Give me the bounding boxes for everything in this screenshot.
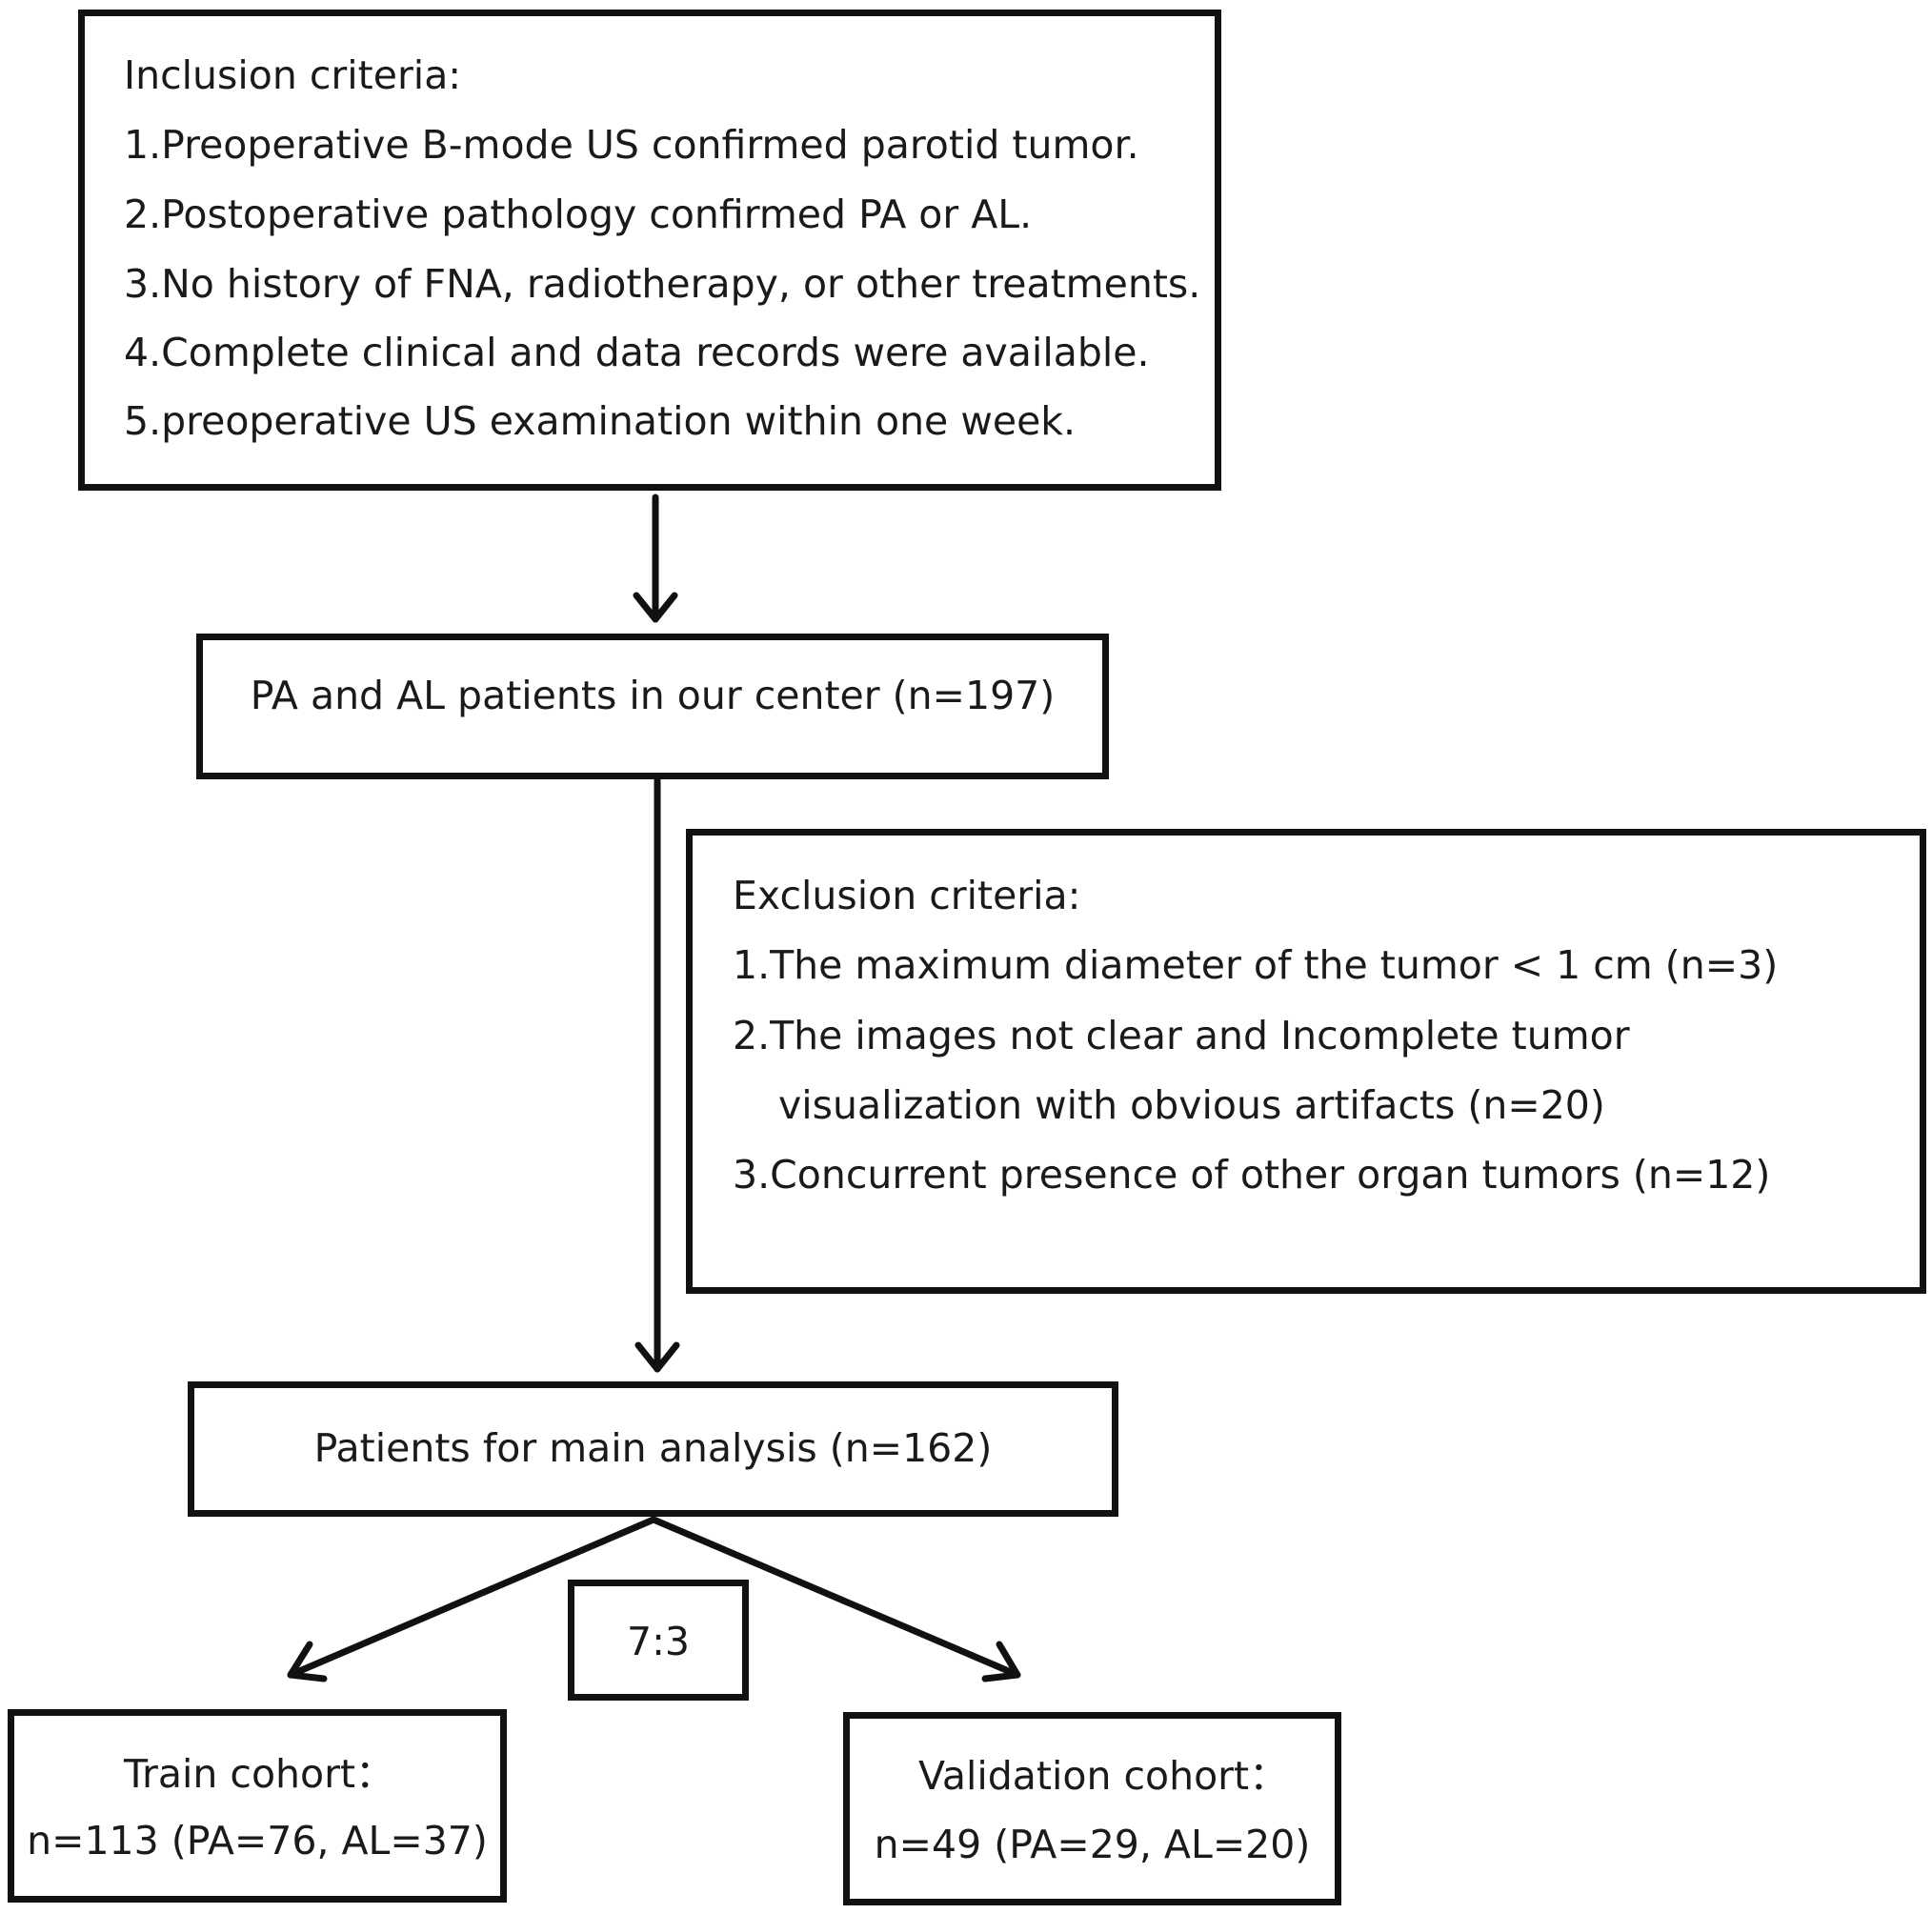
inclusion-item-5: 5.preoperative US examination within one… — [124, 398, 1077, 444]
exclusion-item-2-continued: visualization with obvious artifacts (n=… — [778, 1082, 1605, 1128]
arrowhead-main-to-validation — [981, 1641, 1021, 1682]
arrowhead-main-to-train — [287, 1641, 328, 1682]
train-cohort-box: Train cohort： n=113 (PA=76, AL=37) — [8, 1709, 507, 1903]
train-cohort-title: Train cohort： — [124, 1751, 395, 1797]
validation-cohort-title: Validation cohort： — [918, 1753, 1289, 1799]
inclusion-item-4: 4.Complete clinical and data records wer… — [124, 330, 1150, 375]
exclusion-criteria-title: Exclusion criteria: — [733, 873, 1081, 918]
validation-cohort-detail: n=49 (PA=29, AL=20) — [874, 1822, 1311, 1867]
validation-cohort-box: Validation cohort： n=49 (PA=29, AL=20) — [843, 1712, 1341, 1905]
arrowhead-inclusion-to-center — [633, 592, 678, 623]
exclusion-item-1: 1.The maximum diameter of the tumor < 1 … — [733, 942, 1779, 988]
train-cohort-detail: n=113 (PA=76, AL=37) — [27, 1818, 488, 1864]
arrowhead-center-to-main — [634, 1341, 680, 1373]
exclusion-item-2: 2.The images not clear and Incomplete tu… — [733, 1013, 1630, 1058]
inclusion-criteria-box: Inclusion criteria: 1.Preoperative B-mod… — [78, 10, 1221, 491]
main-analysis-box: Patients for main analysis (n=162) — [188, 1381, 1118, 1517]
exclusion-item-3: 3.Concurrent presence of other organ tum… — [733, 1152, 1771, 1198]
center-patients-label: PA and AL patients in our center (n=197) — [250, 673, 1056, 718]
main-analysis-label: Patients for main analysis (n=162) — [313, 1425, 993, 1471]
inclusion-item-2: 2.Postoperative pathology confirmed PA o… — [124, 191, 1033, 237]
exclusion-criteria-box: Exclusion criteria: 1.The maximum diamet… — [686, 829, 1926, 1294]
center-patients-box: PA and AL patients in our center (n=197) — [196, 634, 1109, 779]
inclusion-item-1: 1.Preoperative B-mode US confirmed parot… — [124, 122, 1139, 168]
inclusion-criteria-title: Inclusion criteria: — [124, 52, 462, 98]
split-ratio-label: 7:3 — [627, 1619, 690, 1664]
inclusion-item-3: 3.No history of FNA, radiotherapy, or ot… — [124, 261, 1201, 307]
split-ratio-box: 7:3 — [568, 1580, 749, 1701]
